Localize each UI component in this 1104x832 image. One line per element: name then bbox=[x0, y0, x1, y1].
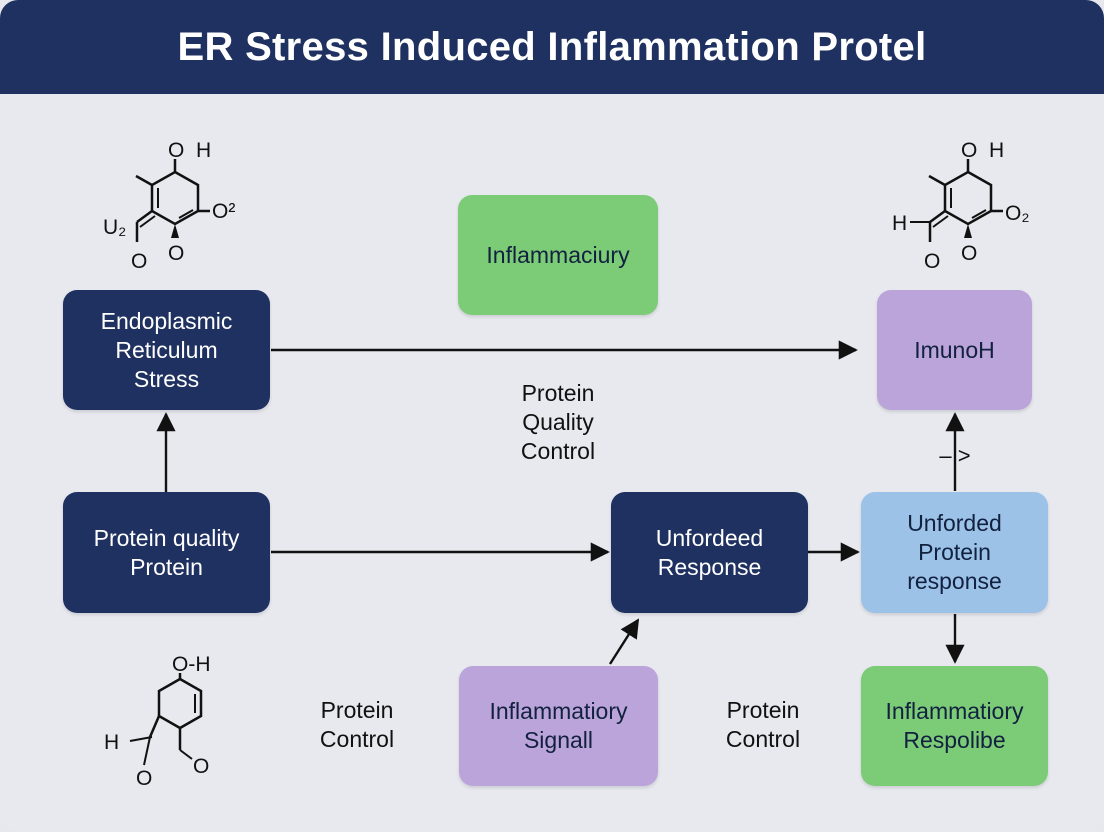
mol-label: O bbox=[961, 242, 977, 265]
mol-label: O bbox=[961, 139, 977, 162]
node-protein-quality-label: Protein quality Protein bbox=[93, 524, 240, 580]
node-er-stress-label: Endoplasmic Reticulum Stress bbox=[100, 307, 233, 392]
mol-label: H bbox=[892, 212, 907, 235]
mol-label: H bbox=[196, 139, 211, 162]
mol-label: U₂ bbox=[103, 216, 126, 239]
node-inflammatory-top-label: Inflammaciury bbox=[486, 241, 630, 268]
mol-label: O bbox=[168, 242, 184, 265]
mol-label: H bbox=[104, 731, 119, 754]
mol-label: O² bbox=[212, 200, 235, 223]
label-protein-control-left: Protein Control bbox=[319, 697, 395, 752]
node-inflammatory-response: Inflammatiory Respolibe bbox=[861, 666, 1048, 786]
label-arrow-marks: – > bbox=[939, 443, 971, 468]
node-er-stress: Endoplasmic Reticulum Stress bbox=[63, 290, 270, 410]
title-banner: ER Stress Induced Inflammation Protel bbox=[0, 0, 1104, 94]
node-unfolded-protein-response-label: Unforded Protein response bbox=[907, 510, 1002, 594]
node-protein-quality: Protein quality Protein bbox=[63, 492, 270, 613]
node-inflammatory-response-label: Inflammatiory Respolibe bbox=[885, 698, 1024, 753]
diagram-title: ER Stress Induced Inflammation Protel bbox=[177, 24, 927, 69]
mol-label: O₂ bbox=[1005, 202, 1030, 225]
label-protein-quality-control: Protein Quality Control bbox=[520, 380, 596, 464]
mol-label: O bbox=[131, 250, 147, 273]
node-unfolded-response-label: Unfordeed Response bbox=[655, 524, 764, 580]
mol-label: O bbox=[168, 139, 184, 162]
node-unfolded-protein-response: Unforded Protein response bbox=[861, 492, 1048, 613]
label-protein-control-right: Protein Control bbox=[725, 697, 801, 752]
mol-label: H bbox=[989, 139, 1004, 162]
molecule-structure-top-left: O H U₂ O² O O bbox=[103, 139, 235, 273]
molecule-structure-top-right: O H H O₂ O O bbox=[892, 139, 1030, 273]
mol-label: O-H bbox=[172, 653, 211, 676]
molecule-structure-bottom-left: O-H H O O bbox=[104, 653, 211, 790]
mol-label: O bbox=[924, 250, 940, 273]
node-inflammatory-signal: Inflammatiory Signall bbox=[459, 666, 658, 786]
node-inflammatory-top: Inflammaciury bbox=[458, 195, 658, 315]
node-immuno-label: ImunoH bbox=[914, 336, 995, 363]
node-inflammatory-signal-label: Inflammatiory Signall bbox=[489, 698, 628, 753]
node-unfolded-response: Unfordeed Response bbox=[611, 492, 808, 613]
node-immuno: ImunoH bbox=[877, 290, 1032, 410]
arrow-signal-to-unfolded bbox=[608, 618, 640, 665]
mol-label: O bbox=[193, 755, 209, 778]
mol-label: O bbox=[136, 767, 152, 790]
